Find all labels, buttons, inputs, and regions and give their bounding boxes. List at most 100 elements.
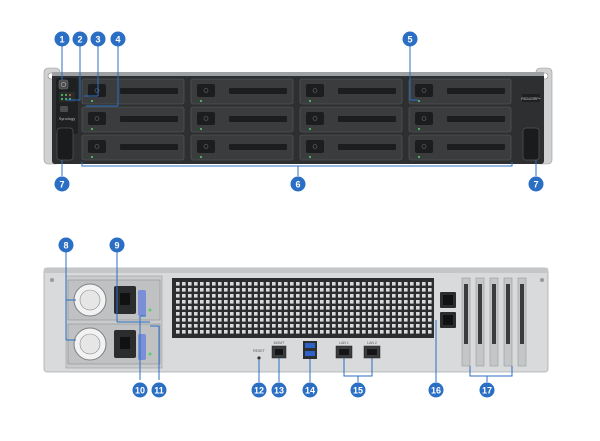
vent-hole <box>188 300 192 304</box>
vent-hole <box>248 300 252 304</box>
vent-hole <box>254 330 258 334</box>
vent-hole <box>374 324 378 328</box>
vent-hole <box>266 330 270 334</box>
vent-hole <box>350 282 354 286</box>
vent-hole <box>374 330 378 334</box>
vent-hole <box>344 306 348 310</box>
vent-hole <box>200 306 204 310</box>
vent-hole <box>302 312 306 316</box>
vent-hole <box>422 288 426 292</box>
vent-hole <box>398 324 402 328</box>
vent-hole <box>260 330 264 334</box>
vent-hole <box>176 318 180 322</box>
vent-hole <box>182 282 186 286</box>
vent-hole <box>338 282 342 286</box>
power-button <box>58 79 69 90</box>
front-leader-lines <box>61 46 537 176</box>
vent-hole <box>254 318 258 322</box>
svg-text:12: 12 <box>254 386 264 396</box>
vent-hole <box>398 318 402 322</box>
vent-hole <box>392 294 396 298</box>
vent-hole <box>284 294 288 298</box>
vent-hole <box>338 300 342 304</box>
vent-hole <box>356 300 360 304</box>
vent-hole <box>194 330 198 334</box>
callout-15: 15 <box>350 382 366 398</box>
vent-hole <box>182 318 186 322</box>
vent-hole <box>332 318 336 322</box>
vent-hole <box>428 306 432 310</box>
vent-hole <box>230 288 234 292</box>
vent-hole <box>266 312 270 316</box>
vent-hole <box>392 324 396 328</box>
vent-hole <box>320 324 324 328</box>
vent-hole <box>248 306 252 310</box>
vent-hole <box>278 288 282 292</box>
vent-hole <box>314 318 318 322</box>
vent-hole <box>188 288 192 292</box>
vent-hole <box>272 282 276 286</box>
vent-hole <box>188 324 192 328</box>
vent-hole <box>278 312 282 316</box>
front-handle-right <box>522 127 540 161</box>
vent-hole <box>206 288 210 292</box>
vent-hole <box>218 330 222 334</box>
vent-holes <box>176 282 432 334</box>
vent-hole <box>206 306 210 310</box>
vent-hole <box>236 294 240 298</box>
vent-hole <box>392 312 396 316</box>
vent-hole <box>326 318 330 322</box>
svg-text:1: 1 <box>59 35 64 45</box>
vent-hole <box>224 306 228 310</box>
vent-hole <box>302 294 306 298</box>
vent-hole <box>302 330 306 334</box>
vent-hole <box>320 294 324 298</box>
vent-hole <box>182 294 186 298</box>
vent-hole <box>188 306 192 310</box>
vent-hole <box>428 318 432 322</box>
vent-hole <box>332 300 336 304</box>
vent-hole <box>194 306 198 310</box>
vent-hole <box>332 294 336 298</box>
vent-hole <box>194 318 198 322</box>
vent-hole <box>296 324 300 328</box>
vent-hole <box>260 282 264 286</box>
vent-hole <box>224 324 228 328</box>
vent-hole <box>380 282 384 286</box>
vent-hole <box>206 282 210 286</box>
vent-hole <box>236 282 240 286</box>
vent-hole <box>398 330 402 334</box>
vent-hole <box>344 312 348 316</box>
svg-text:4: 4 <box>115 35 120 45</box>
vent-hole <box>374 294 378 298</box>
vent-hole <box>296 330 300 334</box>
vent-hole <box>206 318 210 322</box>
callout-6: 6 <box>290 176 306 192</box>
vent-hole <box>176 324 180 328</box>
vent-hole <box>290 294 294 298</box>
vent-hole <box>224 294 228 298</box>
callout-11: 11 <box>151 382 167 398</box>
vent-hole <box>206 300 210 304</box>
svg-text:3: 3 <box>95 35 100 45</box>
vent-hole <box>428 330 432 334</box>
vent-hole <box>212 300 216 304</box>
vent-hole <box>182 330 186 334</box>
vent-hole <box>356 294 360 298</box>
vent-hole <box>344 330 348 334</box>
vent-hole <box>422 282 426 286</box>
vent-hole <box>254 312 258 316</box>
vent-hole <box>200 324 204 328</box>
vent-hole <box>212 282 216 286</box>
vent-hole <box>296 294 300 298</box>
power-supply-2 <box>67 323 161 365</box>
vent-hole <box>392 318 396 322</box>
vent-hole <box>176 312 180 316</box>
vent-hole <box>344 282 348 286</box>
vent-hole <box>350 318 354 322</box>
vent-hole <box>338 306 342 310</box>
vent-hole <box>410 300 414 304</box>
vent-hole <box>386 306 390 310</box>
vent-hole <box>416 318 420 322</box>
